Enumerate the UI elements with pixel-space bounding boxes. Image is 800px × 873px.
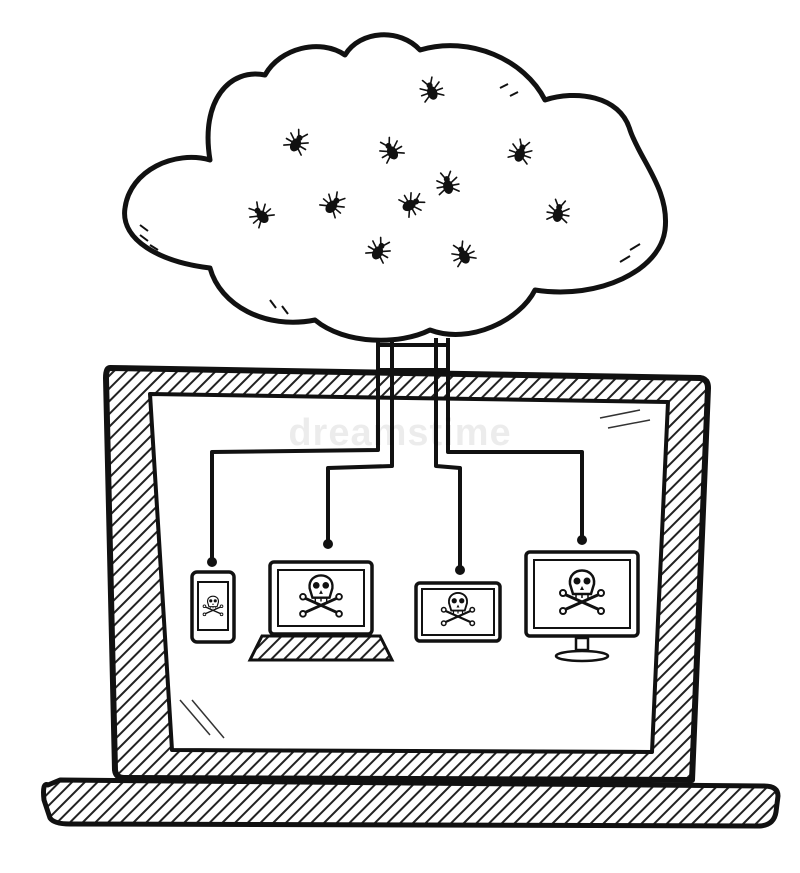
tablet-icon [414, 581, 502, 643]
monitor-icon [524, 550, 640, 663]
laptop-icon [247, 560, 395, 662]
bug-icon [419, 76, 445, 103]
bug-icon [546, 198, 570, 224]
watermark-text: dreamstime [288, 412, 512, 454]
cloud-icon [122, 32, 669, 343]
laptop-base [41, 777, 781, 829]
bug-cluster [248, 76, 570, 268]
bug-icon [507, 138, 533, 165]
bug-icon [319, 191, 346, 219]
bug-icon [451, 240, 477, 268]
bug-icon [283, 128, 309, 156]
bug-icon [248, 201, 275, 229]
smartphone-icon [190, 570, 236, 644]
bug-icon [365, 236, 391, 264]
cloud-connection-lines [210, 338, 584, 568]
bug-icon [436, 170, 460, 196]
bug-icon [379, 136, 405, 164]
bug-icon [398, 192, 426, 218]
laptop-screen [103, 365, 711, 783]
